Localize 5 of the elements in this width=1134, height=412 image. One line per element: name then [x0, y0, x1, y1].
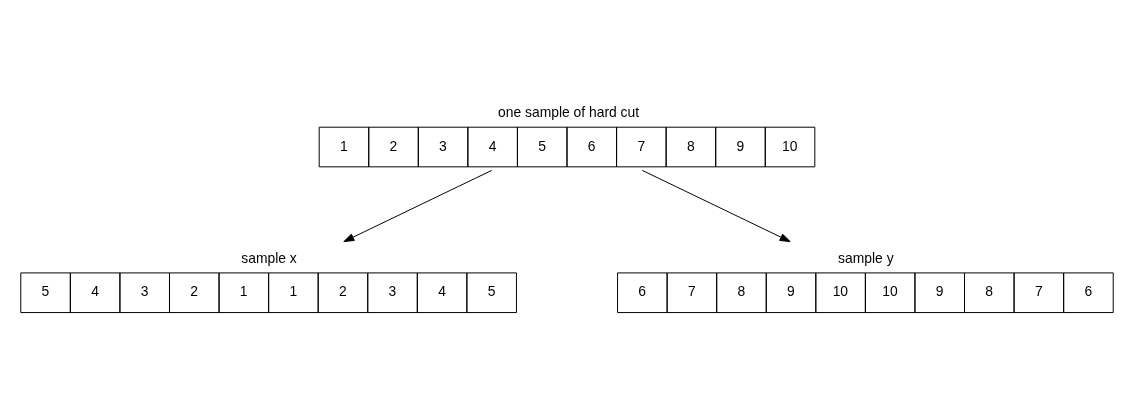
- node-label: sample x: [241, 250, 297, 267]
- node-label: one sample of hard cut: [498, 104, 640, 121]
- arrow: [641, 169, 791, 243]
- node-label: sample y: [838, 250, 894, 267]
- arrow: [343, 169, 493, 243]
